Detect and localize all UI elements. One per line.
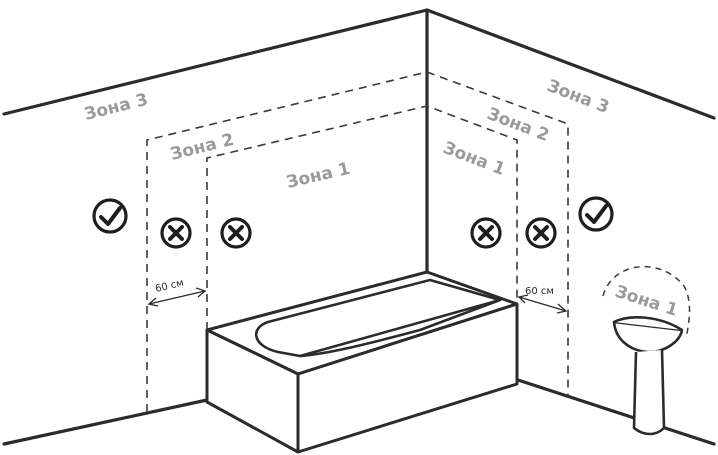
check-circle-icon xyxy=(92,198,128,234)
check-circle-icon xyxy=(578,196,614,232)
x-circle-icon xyxy=(525,217,557,249)
ceiling-line xyxy=(2,8,716,120)
dimension-left: 60 см xyxy=(147,278,207,307)
sink-zone-arc xyxy=(602,265,691,339)
dimension-right-label: 60 см xyxy=(525,286,554,297)
floor-line-right xyxy=(516,378,716,446)
zone-label-right-1: Зона 1 xyxy=(440,138,508,180)
zone-label-left-3: Зона 3 xyxy=(82,90,150,125)
zone2-boundary xyxy=(206,105,518,330)
sink: Зона 1 xyxy=(602,265,691,436)
zone-label-right-2: Зона 2 xyxy=(484,104,552,146)
zone-label-center-1: Зона 1 xyxy=(285,159,353,193)
zone-label-right-3: Зона 3 xyxy=(544,76,612,118)
sink-pedestal xyxy=(632,349,666,436)
sink-rim xyxy=(613,316,683,332)
dimension-right: 60 см xyxy=(517,286,568,314)
bathtub-basin-lip xyxy=(298,298,502,358)
dimension-left-label: 60 см xyxy=(154,278,185,295)
room-walls xyxy=(2,8,716,446)
floor-line-left xyxy=(2,398,209,446)
bathtub-side xyxy=(205,328,300,454)
bathtub-basin xyxy=(255,278,502,358)
x-circle-icon xyxy=(470,217,502,249)
zone3-boundary xyxy=(146,71,569,412)
bathtub xyxy=(205,270,519,454)
zone-label-sink-1: Зона 1 xyxy=(612,282,680,321)
x-circle-icon xyxy=(220,217,252,249)
x-circle-icon xyxy=(160,217,192,249)
zone-label-left-2: Зона 2 xyxy=(168,130,236,165)
zone-boundaries xyxy=(146,71,569,412)
zone-labels: Зона 3 Зона 2 Зона 1 Зона 3 Зона 2 Зона … xyxy=(82,76,611,193)
markers xyxy=(92,196,614,249)
